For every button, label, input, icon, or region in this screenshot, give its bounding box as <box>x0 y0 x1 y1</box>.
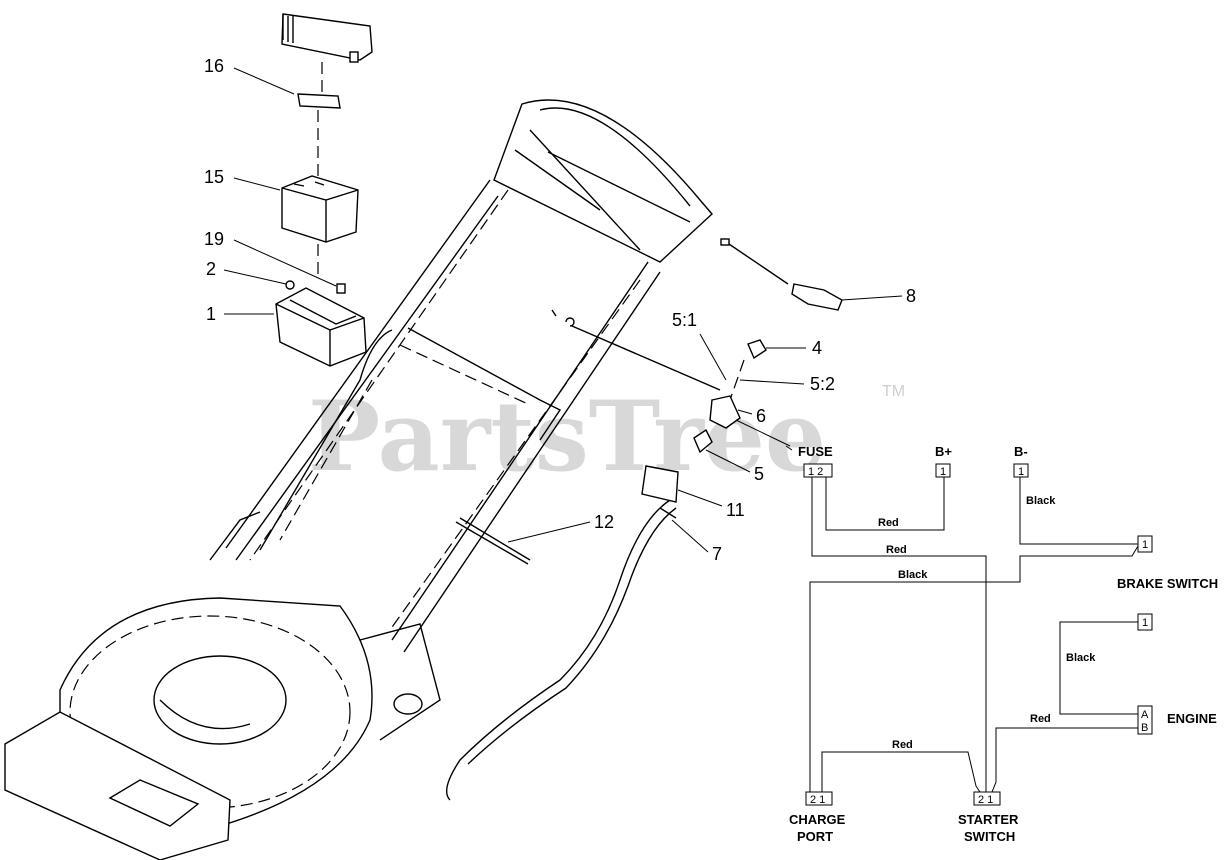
b-minus-pin: 1 <box>1018 466 1024 478</box>
cable-tie-part <box>455 517 531 565</box>
callout-12: 12 <box>594 512 614 532</box>
wire-engine-top <box>1059 621 1138 715</box>
battery-pad-part <box>297 93 341 109</box>
wire-fuse-starter <box>811 477 987 792</box>
wire-label-charge-starter: Red <box>892 739 913 751</box>
charge-port-label-1: CHARGE <box>789 812 846 827</box>
charge-port-connector <box>805 791 833 806</box>
wire-label-brake-charge: Black <box>898 569 928 581</box>
wire-charge-starter <box>821 751 981 793</box>
engine-pin-a: A <box>1141 709 1149 721</box>
wire-label-fuse-bplus: Red <box>878 517 899 529</box>
brake-switch-pin: 1 <box>1142 539 1148 551</box>
battery-cover-part <box>281 13 373 63</box>
charge-port-label-2: PORT <box>797 829 833 844</box>
b-minus-label: B- <box>1014 444 1028 459</box>
callout-5-2: 5:2 <box>810 374 835 394</box>
wiring-schematic: FUSE 1 2 B+ 1 B- 1 1 BRAKE SWITCH 1 A B … <box>789 444 1218 844</box>
callout-15: 15 <box>204 167 224 187</box>
handle-assembly <box>225 99 713 653</box>
callout-5: 5 <box>754 464 764 484</box>
starter-switch-connector <box>973 791 1001 806</box>
wire-label-bminus-brake: Black <box>1026 495 1056 507</box>
callout-19: 19 <box>204 229 224 249</box>
switch-parts <box>551 309 793 519</box>
wire-engine-starter <box>991 727 1138 793</box>
key-part <box>720 238 843 311</box>
cable-part <box>446 499 677 801</box>
battery-tray-part <box>275 287 367 367</box>
b-plus-connector <box>935 463 951 478</box>
wire-label-engine-top: Black <box>1066 652 1096 664</box>
brake-switch-label: BRAKE SWITCH <box>1117 576 1218 591</box>
battery-part <box>281 175 359 243</box>
clip-part <box>336 283 346 294</box>
wire-label-fuse-starter: Red <box>886 544 907 556</box>
starter-switch-label-2: SWITCH <box>964 829 1015 844</box>
watermark-text: PartsTree <box>308 380 826 493</box>
wire-bminus-brake <box>1019 477 1138 545</box>
starter-switch-label-1: STARTER <box>958 812 1019 827</box>
wire-fuse-bplus <box>825 477 945 531</box>
callout-5-1: 5:1 <box>672 310 697 330</box>
engine-pin-b: B <box>1141 722 1148 734</box>
engine-top-pin: 1 <box>1142 617 1148 629</box>
fuse-connector <box>803 463 833 478</box>
callout-7: 7 <box>712 544 722 564</box>
wire-label-engine-starter: Red <box>1030 713 1051 725</box>
callout-16: 16 <box>204 56 224 76</box>
engine-label: ENGINE <box>1167 711 1217 726</box>
callout-6: 6 <box>756 406 766 426</box>
engine-connector <box>1137 705 1153 735</box>
charge-port-pins: 2 1 <box>810 794 825 806</box>
fuse-label: FUSE <box>798 444 833 459</box>
callout-8: 8 <box>906 286 916 306</box>
fuse-pins: 1 2 <box>808 466 823 478</box>
screw-part <box>285 280 295 290</box>
callout-1: 1 <box>206 304 216 324</box>
mower-deck <box>4 511 441 860</box>
callout-4: 4 <box>812 338 822 358</box>
callout-2: 2 <box>206 259 216 279</box>
wire-brake-charge <box>809 545 1139 792</box>
callout-11: 11 <box>726 500 745 520</box>
b-minus-connector <box>1013 463 1029 478</box>
b-plus-label: B+ <box>935 444 952 459</box>
starter-switch-pins: 2 1 <box>978 794 993 806</box>
watermark-trademark: TM <box>882 383 905 400</box>
b-plus-pin: 1 <box>940 466 946 478</box>
